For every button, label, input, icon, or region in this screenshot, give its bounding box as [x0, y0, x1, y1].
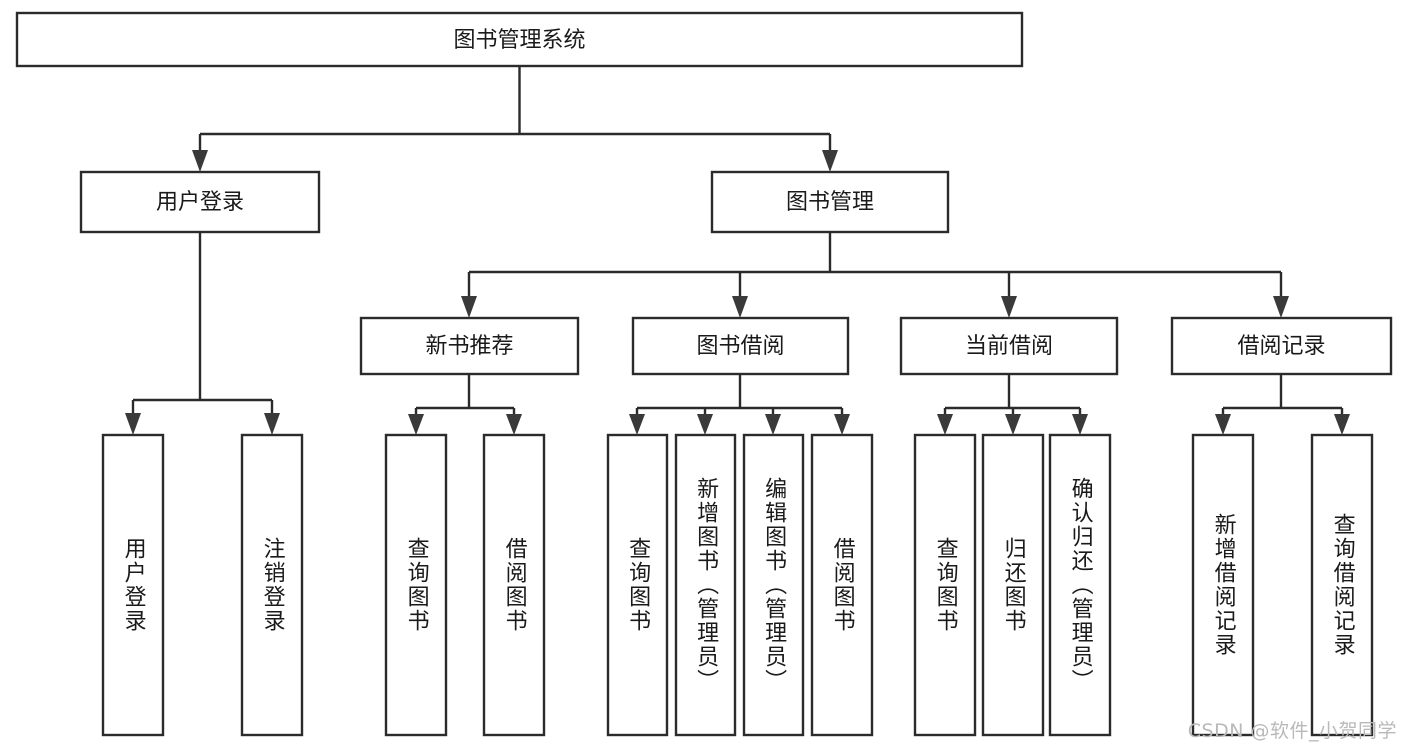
node-book-borrow-label: 图书借阅: [696, 334, 784, 359]
arrow-head-leaf-edit-book: [765, 414, 781, 435]
node-current-borrow-box: [899, 316, 1119, 376]
node-book-borrow-box: [631, 316, 850, 376]
node-book-management[interactable]: 图书管理: [710, 170, 950, 234]
arrow-head-leaf-borrow-book-1: [506, 414, 522, 435]
connector-group-new-book-recommend: [408, 374, 522, 435]
node-new-book-recommend[interactable]: 新书推荐: [359, 316, 580, 376]
arrow-head-user-login: [192, 150, 208, 172]
leaf-user-login-box[interactable]: [101, 433, 165, 737]
arrow-head-leaf-logout: [264, 413, 280, 435]
connector-group-borrow-record: [1215, 374, 1350, 435]
arrow-head-book-management: [822, 150, 838, 172]
node-borrow-record[interactable]: 借阅记录: [1170, 316, 1393, 376]
node-user-login-box: [79, 170, 321, 234]
node-book-management-label: 图书管理: [786, 190, 874, 215]
watermark-text: CSDN @软件_小贺同学: [1187, 720, 1397, 742]
connector-group-current-borrow: [937, 374, 1088, 435]
arrow-head-book-borrow: [732, 296, 748, 318]
leaf-query-record-box[interactable]: [1310, 433, 1374, 737]
node-new-book-recommend-box: [359, 316, 580, 376]
arrow-head-leaf-query-record: [1334, 414, 1350, 435]
arrow-head-leaf-confirm-return: [1072, 414, 1088, 435]
leaf-query-book-2-box[interactable]: [606, 433, 669, 737]
arrow-head-current-borrow: [1001, 296, 1017, 318]
node-current-borrow[interactable]: 当前借阅: [899, 316, 1119, 376]
leaf-confirm-return-box[interactable]: [1048, 433, 1112, 737]
arrow-head-leaf-borrow-book-2: [834, 414, 850, 435]
node-root[interactable]: 图书管理系统: [15, 11, 1024, 68]
arrow-head-leaf-user-login: [125, 413, 141, 435]
node-user-login-label: 用户登录: [156, 190, 244, 215]
leaf-return-book-box[interactable]: [981, 433, 1045, 737]
node-new-book-recommend-label: 新书推荐: [425, 334, 513, 359]
arrow-head-leaf-add-record: [1215, 414, 1231, 435]
node-borrow-record-label: 借阅记录: [1237, 334, 1325, 359]
leaf-query-book-1-box[interactable]: [384, 433, 448, 737]
arrow-head-borrow-record: [1273, 296, 1289, 318]
node-root-box: [15, 11, 1024, 68]
node-current-borrow-label: 当前借阅: [965, 334, 1053, 359]
leaf-borrow-book-1-box[interactable]: [482, 433, 546, 737]
arrow-head-new-book-recommend: [461, 296, 477, 318]
arrow-head-leaf-return-book: [1005, 414, 1021, 435]
leaf-add-book-box[interactable]: [674, 433, 737, 737]
arrow-head-leaf-query-book-2: [629, 414, 645, 435]
node-user-login[interactable]: 用户登录: [79, 170, 321, 234]
arrow-head-leaf-add-book: [697, 414, 713, 435]
connector-group-root: [192, 66, 838, 172]
node-borrow-record-box: [1170, 316, 1393, 376]
leaf-query-book-3-box[interactable]: [913, 433, 977, 737]
node-root-label: 图书管理系统: [453, 28, 585, 53]
node-book-borrow[interactable]: 图书借阅: [631, 316, 850, 376]
arrow-head-leaf-query-book-3: [937, 414, 953, 435]
connector-group-book-borrow: [629, 374, 850, 435]
leaf-add-record-box[interactable]: [1191, 433, 1255, 737]
leaf-borrow-book-2-box[interactable]: [810, 433, 874, 737]
leaf-edit-book-box[interactable]: [742, 433, 805, 737]
connector-group-user-login: [125, 232, 280, 435]
connector-group-book-management: [461, 232, 1289, 318]
leaf-box-group: [101, 433, 1374, 737]
arrow-head-leaf-query-book-1: [408, 414, 424, 435]
leaf-logout-box[interactable]: [240, 433, 304, 737]
node-book-management-box: [710, 170, 950, 234]
